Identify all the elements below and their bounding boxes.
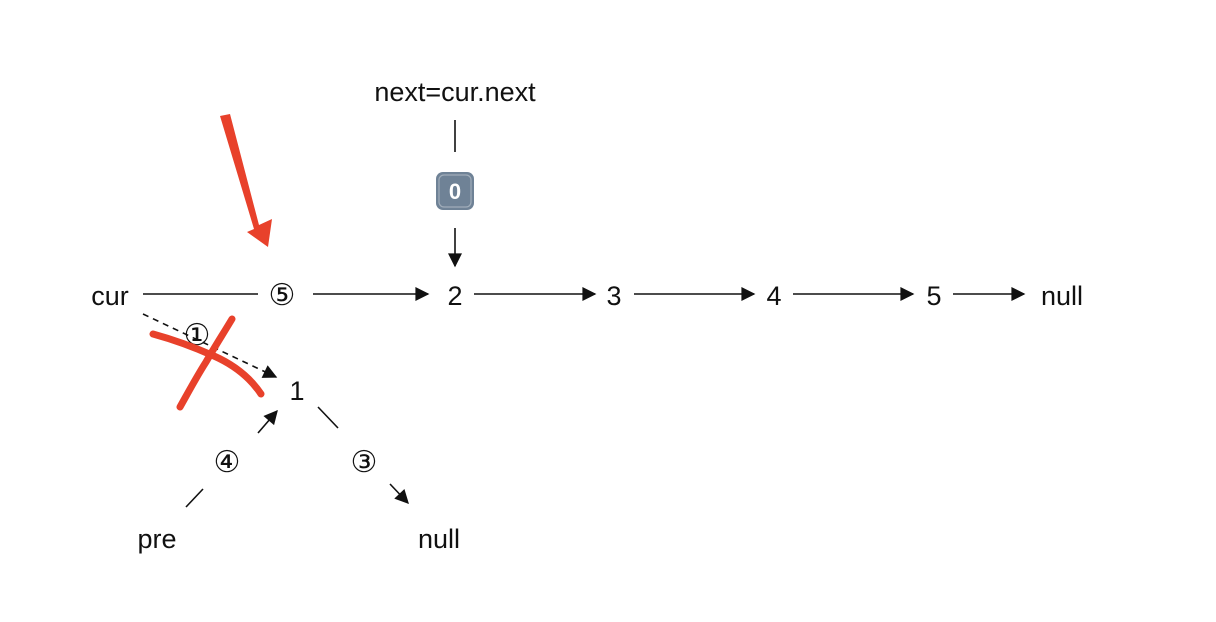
red-annotation-arrow	[220, 114, 272, 247]
step-0-text: 0	[449, 179, 461, 204]
step-1-dashed-arrow	[142, 313, 278, 378]
step-5-marker: ⑤	[269, 278, 296, 313]
pre-pointer-line	[185, 488, 204, 508]
step-4-marker: ④	[214, 445, 241, 480]
node-2: 2	[447, 281, 462, 311]
node-3: 3	[606, 281, 621, 311]
cur-label: cur	[91, 281, 129, 311]
arrow-pre-to-node-1	[257, 409, 278, 434]
arrow-to-null-bottom	[389, 483, 409, 505]
null-bottom-label: null	[418, 524, 460, 554]
null-tail-label: null	[1041, 281, 1083, 311]
node-4: 4	[766, 281, 781, 311]
node-1: 1	[289, 376, 304, 406]
step-0-badge: 0	[436, 172, 474, 210]
node1-to-null-line	[317, 406, 339, 429]
step-3-marker: ③	[351, 445, 378, 480]
pre-label: pre	[137, 524, 176, 554]
node-5: 5	[926, 281, 941, 311]
next-assignment-label: next=cur.next	[374, 77, 536, 107]
red-cross-mark	[149, 315, 265, 411]
